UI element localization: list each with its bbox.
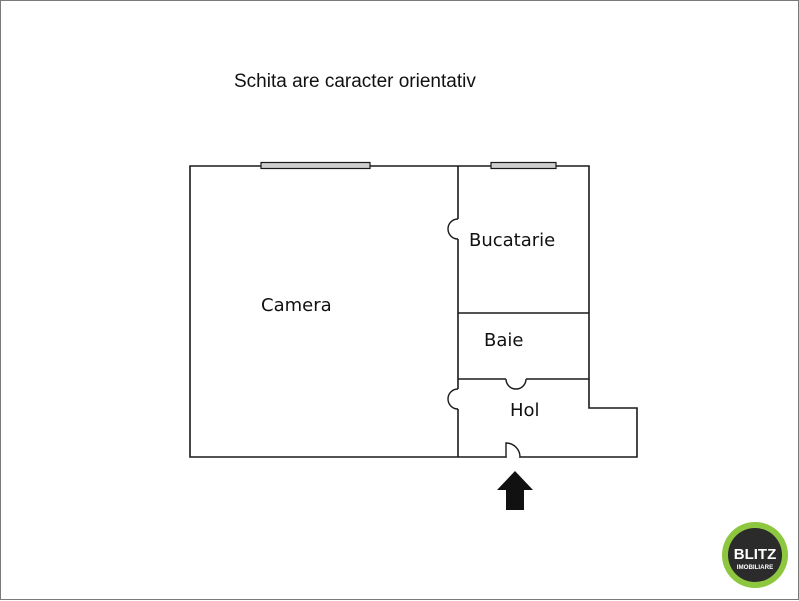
- door-kitchen: [447, 218, 459, 240]
- room-label-bucatarie: Bucatarie: [469, 230, 555, 251]
- door-entrance: [505, 442, 521, 458]
- logo-subtitle-text: IMOBILIARE: [737, 564, 773, 571]
- door-bathroom: [505, 378, 527, 390]
- window-camera: [260, 161, 371, 170]
- logo-brand-text: BLITZ: [734, 546, 777, 563]
- disclaimer-note: Schita are caracter orientativ: [234, 71, 476, 92]
- room-label-baie: Baie: [484, 330, 523, 351]
- window-bucatarie: [490, 161, 557, 170]
- room-label-hol: Hol: [510, 400, 540, 421]
- outer-walls: [189, 165, 638, 458]
- room-label-camera: Camera: [261, 295, 332, 316]
- blitz-logo: BLITZ IMOBILIARE: [722, 522, 788, 588]
- door-camera: [447, 388, 459, 410]
- entrance-arrow-icon: [497, 471, 533, 510]
